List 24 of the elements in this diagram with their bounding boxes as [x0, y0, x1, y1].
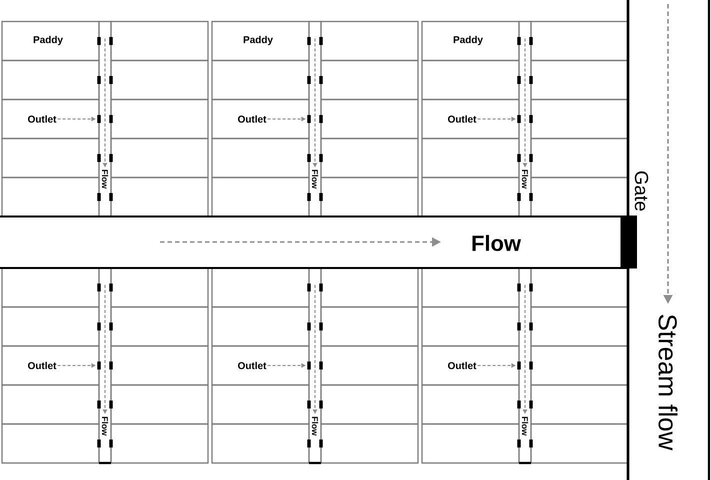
flow-label: Flow [312, 170, 318, 189]
flow-label: Flow [522, 170, 528, 189]
outlet-mark [517, 362, 521, 370]
flow-label: Flow [312, 416, 318, 436]
flow-label: Stream flow [658, 314, 678, 450]
outlet-mark [97, 115, 101, 123]
outlet-label: Outlet [238, 115, 266, 123]
outlet-mark [517, 115, 521, 123]
outlet-label: Outlet [448, 115, 476, 123]
outlet-mark [307, 362, 311, 370]
flow-label: Flow [102, 416, 108, 436]
paddy-label: Paddy [244, 36, 273, 46]
flow-label: Flow [102, 170, 108, 189]
flow-label: Flow [522, 416, 528, 436]
paddy-label: Paddy [454, 36, 483, 46]
paddy-label: Paddy [34, 36, 63, 46]
outlet-label: Outlet [28, 115, 56, 123]
outlet-mark [307, 115, 311, 123]
flow-label: Flow [472, 234, 522, 252]
outlet-mark [97, 362, 101, 370]
outlet-label: Outlet [448, 362, 476, 370]
gate-label: Gate [634, 171, 648, 211]
outlet-label: Outlet [238, 362, 266, 370]
outlet-label: Outlet [28, 362, 56, 370]
